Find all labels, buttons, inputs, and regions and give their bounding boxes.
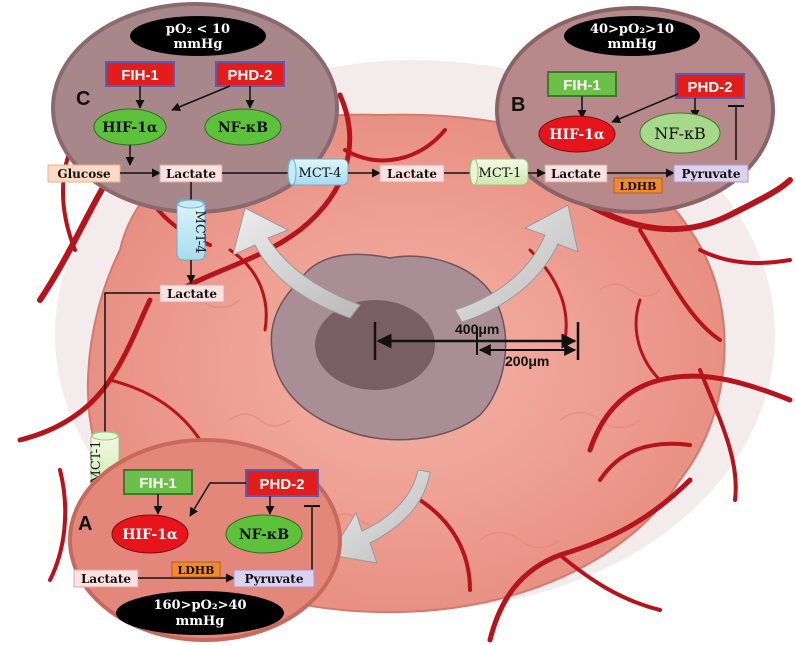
zone-b-fih1-label: FIH-1	[563, 77, 601, 94]
zone-a-fih1-label: FIH-1	[139, 475, 177, 492]
zone-b-pyruvate-label: Pyruvate	[682, 167, 741, 181]
zone-b-hif1a-oval	[538, 115, 616, 153]
vessel-5	[343, 128, 447, 163]
zone-c-nfkb-oval	[204, 108, 282, 146]
zone-b-hif1a-label: HIF-1α	[549, 127, 605, 143]
vessel-17	[108, 378, 202, 442]
scale-bars: 400μm 200μm	[373, 321, 580, 369]
vessel-16	[48, 468, 68, 582]
zone-a-phd2-label: PHD-2	[259, 476, 304, 493]
vessel-7	[638, 228, 722, 342]
zone-a: 160>pO₂>40 mmHg A FIH-1 PHD-2 HIF-1α NF-…	[68, 438, 342, 642]
zone-a-pyruvate-box	[233, 569, 315, 588]
zone-c-fih1-box	[105, 61, 175, 87]
zone-b-ldhb-label: LDHB	[620, 180, 657, 193]
zone-c-letter: C	[76, 88, 90, 110]
zone-c-phd2-box	[215, 61, 285, 87]
vessel-18	[598, 441, 692, 482]
zone-c-po2-badge	[130, 16, 266, 56]
zone-a-po2-unit: mmHg	[176, 614, 225, 629]
lower-lactate-label: Lactate	[167, 287, 217, 301]
vessel-14	[418, 498, 472, 592]
zone-a-ldhb-box	[171, 561, 221, 578]
zone-a-pyruvate-label: Pyruvate	[245, 572, 304, 586]
arrow-core-to-zone-b	[454, 204, 579, 323]
glucose-label: Glucose	[57, 167, 111, 181]
vessel-4	[177, 92, 353, 293]
zone-c-phd2-label: PHD-2	[227, 67, 272, 84]
mct4-vertical-label: MCT-4	[192, 211, 207, 254]
zone-a-hif1a-oval	[111, 514, 189, 554]
zone-b-pyruvate-box	[673, 164, 749, 183]
zone-c-po2-value: pO₂ < 10	[166, 22, 230, 37]
vessel-6	[577, 177, 793, 233]
zone-c-hif1a-label: HIF-1α	[102, 120, 158, 136]
zone-b-nfkb-label: NF-κB	[654, 124, 706, 143]
mct1-transporter-horizontal: MCT-1	[469, 158, 529, 186]
zone-a-lactate-label: Lactate	[81, 572, 131, 586]
zone-c: pO₂ < 10 mmHg C FIH-1 PHD-2 HIF-1α NF-κB…	[47, 2, 339, 214]
zone-c-fih1-label: FIH-1	[121, 67, 159, 84]
zone-b-phd2-label: PHD-2	[687, 79, 732, 96]
zone-b: 40>pO₂>10 mmHg B FIH-1 PHD-2 HIF-1α NF-κ…	[495, 6, 775, 214]
zone-c-po2-unit: mmHg	[174, 37, 223, 52]
zone-a-nfkb-oval	[225, 514, 303, 554]
vessel-10	[698, 368, 738, 502]
zone-b-phd2-box	[675, 73, 745, 99]
mct4-transporter-vertical: MCT-4	[176, 199, 207, 261]
vessel-19	[228, 248, 268, 332]
zone-b-lactate-label: Lactate	[551, 167, 601, 181]
zone-b-circle	[495, 6, 775, 214]
zone-b-po2-unit: mmHg	[608, 37, 657, 52]
mct1-vertical-label: MCT-1	[89, 441, 104, 484]
zone-c-nfkb-label: NF-κB	[218, 120, 268, 136]
zone-b-po2-badge	[564, 16, 700, 56]
vessel-11	[634, 298, 662, 382]
zone-c-lactate-label: Lactate	[166, 167, 216, 181]
vessel-13	[558, 553, 662, 612]
zone-a-letter: A	[78, 513, 92, 535]
zone-a-po2-badge	[116, 591, 284, 635]
zone-a-nfkb-label: NF-κB	[239, 527, 289, 543]
zone-b-ldhb-box	[613, 177, 663, 194]
mct4-transporter-horizontal: MCT-4	[287, 158, 349, 186]
mct1-horizontal-label: MCT-1	[479, 166, 522, 181]
zone-a-po2-value: 160>pO₂>40	[153, 598, 246, 613]
mct4-horizontal-label: MCT-4	[299, 166, 342, 181]
zone-b-letter: B	[511, 94, 525, 116]
zone-b-po2-value: 40>pO₂>10	[590, 22, 674, 37]
scale-label-200: 200μm	[505, 353, 549, 369]
vessel-8	[698, 248, 792, 265]
zone-a-ldhb-label: LDHB	[178, 564, 215, 577]
zone-b-fih1-box	[547, 71, 617, 97]
middle-lactate-label: Lactate	[387, 167, 437, 181]
scale-label-400: 400μm	[455, 321, 499, 337]
zone-b-nfkb-oval	[639, 112, 721, 154]
arrow-core-to-zone-c	[232, 207, 361, 319]
zone-a-hif1a-label: HIF-1α	[122, 527, 178, 543]
